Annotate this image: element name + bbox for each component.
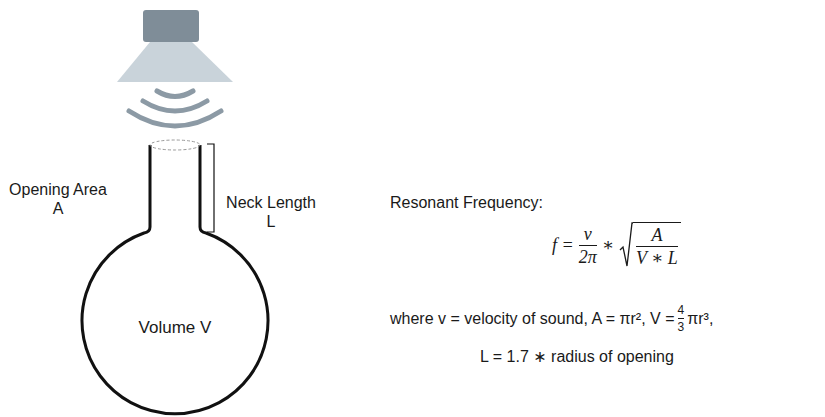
fraction-bar: [636, 246, 678, 247]
radicand: A V ∗ L: [633, 222, 681, 268]
neck-bracket: [207, 144, 214, 232]
opening-ellipse: [150, 140, 200, 150]
numerator: A: [651, 225, 662, 245]
speaker-cap: [143, 10, 199, 42]
denominator: 2π: [579, 247, 597, 267]
fraction-bar: [579, 245, 597, 246]
definition-text: πr³,: [687, 309, 713, 328]
radical-sign: [619, 222, 633, 268]
denominator: 3: [678, 320, 685, 334]
resonator-flask: [82, 145, 268, 414]
radical-stroke: [620, 223, 633, 266]
denominator: V ∗ L: [636, 248, 678, 268]
speaker-cone: [117, 42, 233, 82]
sound-waves: [129, 91, 221, 126]
node-text: Volume V: [135, 317, 215, 338]
fraction: A V ∗ L: [636, 225, 678, 268]
resonance-formula: f = v 2π ∗ A V ∗ L: [552, 222, 681, 268]
fraction: 43: [678, 303, 685, 334]
definition-text: where v = velocity of sound, A = πr², V …: [390, 309, 675, 328]
resonator-volume: Volume V: [82, 227, 268, 413]
variable-definitions: where v = velocity of sound, A = πr², V …: [390, 303, 713, 334]
fraction: v 2π: [579, 224, 597, 267]
numerator: 4: [678, 303, 685, 317]
formula-note: L = 1.7 ∗ radius of opening: [480, 347, 674, 366]
part-label: Opening Area A: [4, 180, 112, 218]
formula-operator: ∗: [602, 236, 614, 255]
formula-term: f =: [552, 236, 574, 255]
numerator: v: [584, 224, 592, 244]
formula-heading: Resonant Frequency:: [390, 193, 543, 212]
fraction-bar: [678, 318, 685, 319]
dimension-label: Neck Length L: [221, 193, 321, 231]
square-root: A V ∗ L: [619, 222, 681, 268]
